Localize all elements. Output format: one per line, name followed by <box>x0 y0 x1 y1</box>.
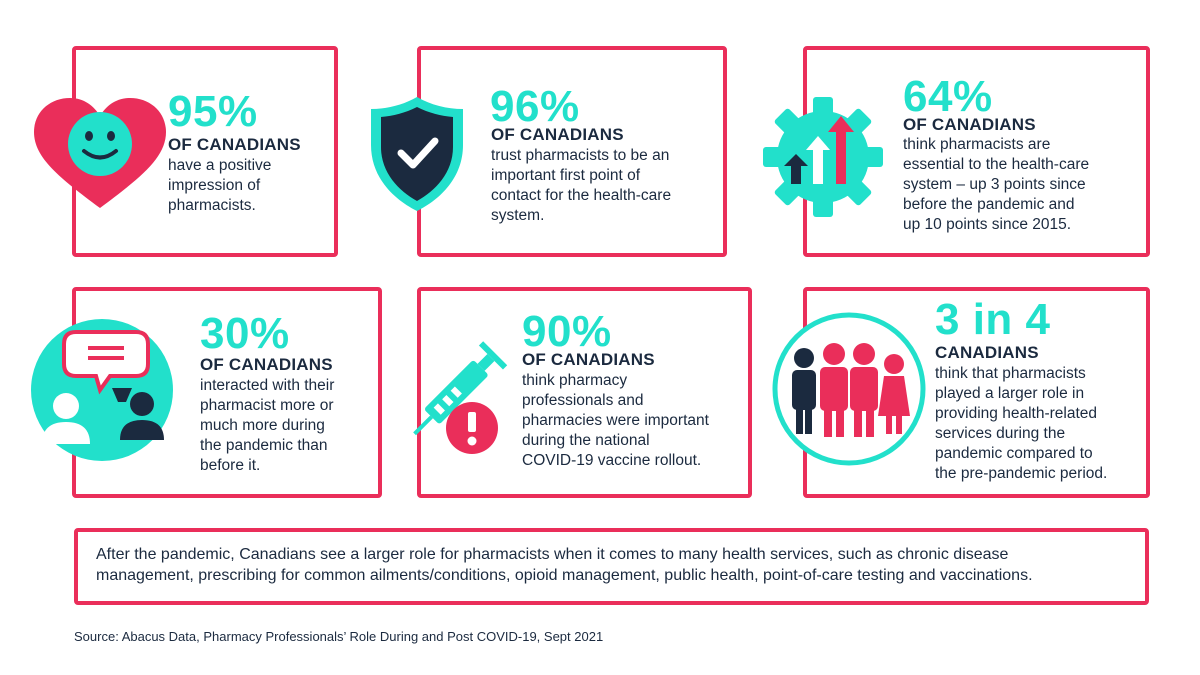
stat-value: 90% <box>522 307 612 356</box>
summary-text: After the pandemic, Canadians see a larg… <box>96 546 1033 584</box>
shield-check-icon <box>371 97 463 211</box>
stat-value: 95% <box>168 87 258 136</box>
syringe-alert-icon <box>413 341 508 454</box>
stat-label: CANADIANS <box>935 343 1039 362</box>
stat-label: OF CANADIANS <box>903 115 1036 134</box>
stat-value: 96% <box>490 82 580 131</box>
stat-value: 3 in 4 <box>935 295 1051 344</box>
chat-people-icon <box>31 319 173 461</box>
stat-value: 64% <box>903 72 993 121</box>
stat-label: OF CANADIANS <box>168 135 301 154</box>
summary-note: After the pandemic, Canadians see a larg… <box>74 528 1149 605</box>
gear-arrows-icon <box>763 97 883 217</box>
stat-label: OF CANADIANS <box>491 125 624 144</box>
stat-card-trust-first-contact <box>417 46 727 257</box>
family-icon <box>772 312 926 466</box>
stat-value: 30% <box>200 309 290 358</box>
stat-label: OF CANADIANS <box>200 355 333 374</box>
stat-label: OF CANADIANS <box>522 350 655 369</box>
source-citation: Source: Abacus Data, Pharmacy Profession… <box>74 629 604 644</box>
heart-smiley-icon <box>34 98 166 208</box>
stat-card-vaccine-rollout <box>417 287 752 498</box>
